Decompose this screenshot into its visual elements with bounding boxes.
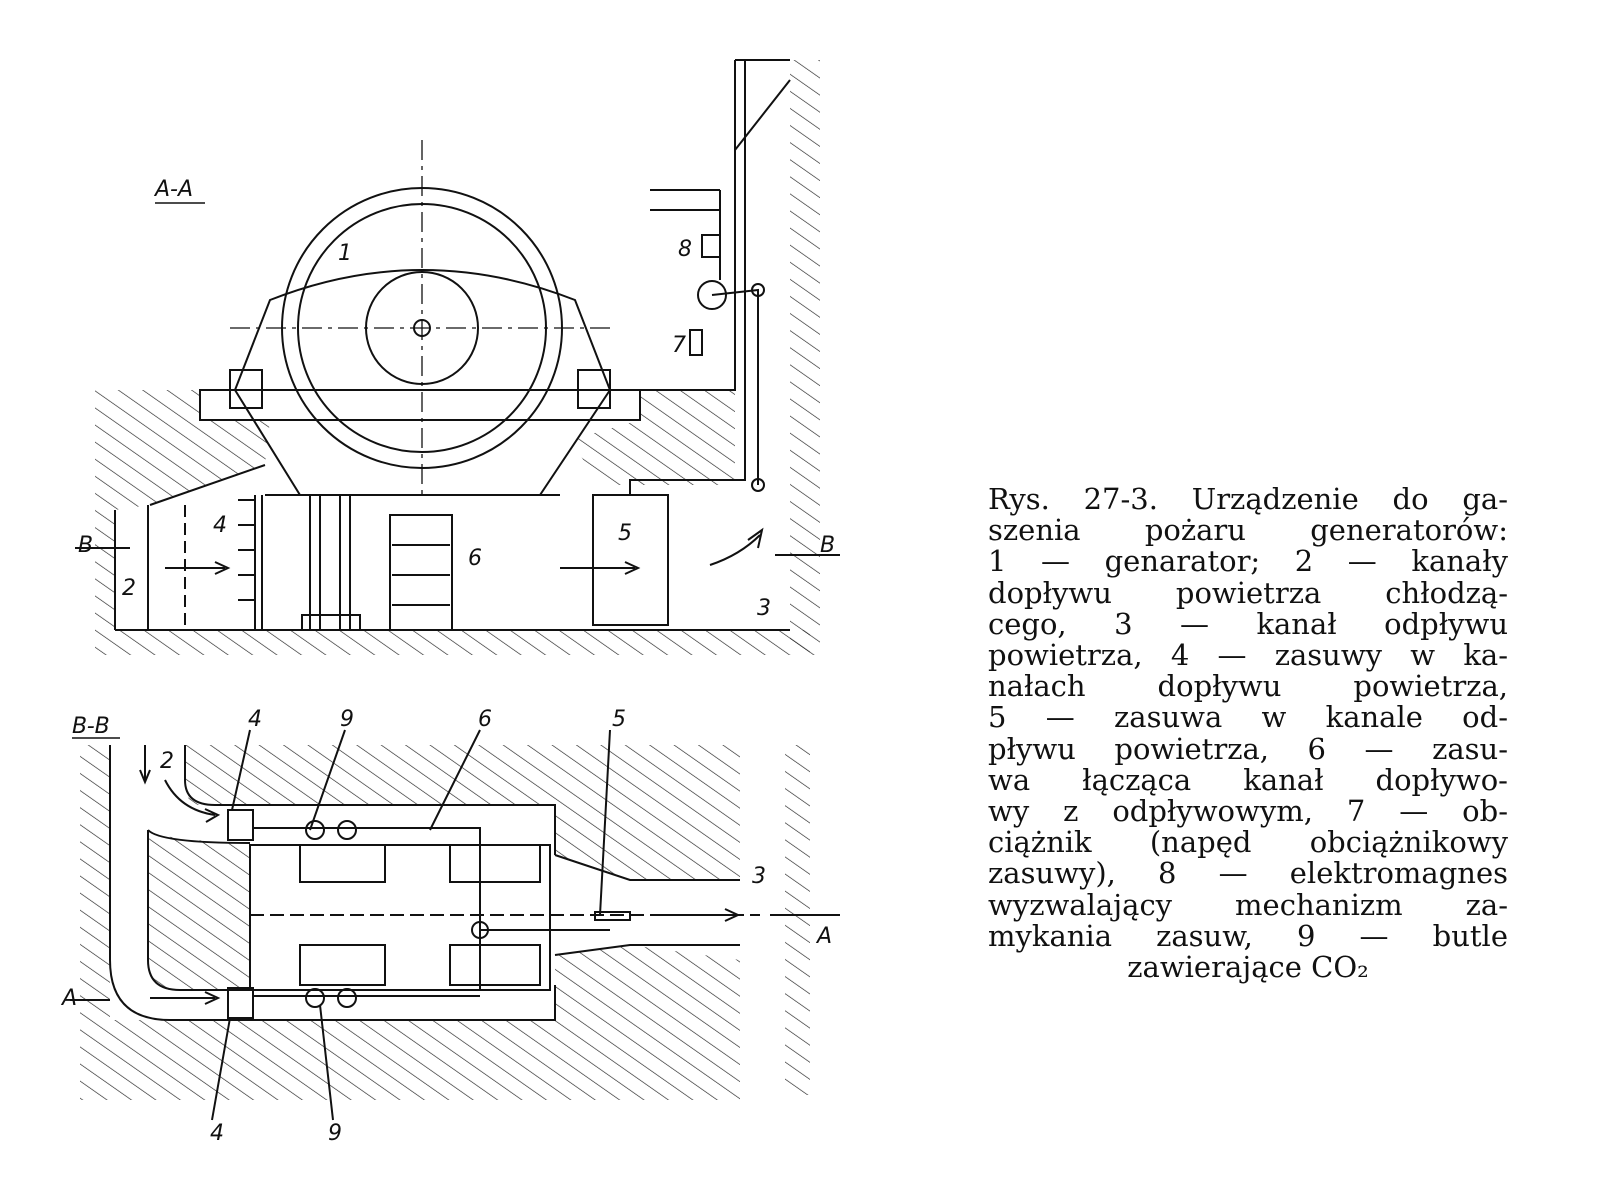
flow-arrow bbox=[150, 991, 221, 1005]
label-2: 2 bbox=[160, 749, 174, 774]
label-6: 6 bbox=[478, 707, 492, 732]
label-4: 4 bbox=[210, 1121, 224, 1146]
label-2: 2 bbox=[122, 576, 136, 601]
figure-caption: Rys. 27-3. Urządzenie do ga-szenia pożar… bbox=[988, 482, 1508, 985]
generator-housing bbox=[233, 269, 612, 496]
foundation-plate bbox=[199, 389, 641, 421]
label-4: 4 bbox=[248, 707, 262, 732]
caption-line: wa łącząca kanał dopływo- bbox=[988, 762, 1508, 797]
inlet-dampers-4 bbox=[238, 495, 263, 630]
floor-hatching bbox=[95, 630, 810, 655]
caption-line: mykania zasuw, 9 — butle bbox=[988, 918, 1508, 953]
label-4: 4 bbox=[213, 513, 227, 538]
flow-arrow bbox=[709, 527, 764, 566]
damper-5 bbox=[592, 494, 669, 626]
flow-arrow bbox=[164, 779, 221, 823]
label-8: 8 bbox=[678, 237, 692, 262]
cut-label-b-left: B bbox=[78, 533, 93, 558]
caption-line: zawierające CO₂ bbox=[1127, 950, 1369, 985]
section-b-b bbox=[70, 729, 840, 1121]
label-5: 5 bbox=[612, 707, 626, 732]
caption-line: Rys. 27-3. Urządzenie do ga- bbox=[988, 482, 1508, 516]
left-wall-hatching bbox=[95, 390, 270, 630]
section-label-b-b: B-B bbox=[72, 714, 110, 739]
caption-line: 1 — genarator; 2 — kanały bbox=[988, 544, 1508, 579]
left-wall-hatching bbox=[80, 745, 110, 1100]
label-6: 6 bbox=[468, 546, 482, 571]
caption-line: zasuwy), 8 — elektromagnes bbox=[988, 856, 1508, 891]
caption-line: szenia pożaru generatorów: bbox=[988, 513, 1508, 548]
section-label-a-a: A-A bbox=[153, 177, 193, 202]
section-a-a bbox=[75, 59, 840, 655]
right-wall-hatching bbox=[790, 60, 820, 655]
flow-arrow bbox=[139, 745, 151, 785]
top-block-hatching bbox=[185, 745, 740, 880]
label-3: 3 bbox=[752, 864, 766, 889]
cut-label-a-right: A bbox=[815, 924, 832, 949]
right-wall-hatching bbox=[785, 745, 810, 1095]
caption-line: 5 — zasuwa w kanale od- bbox=[988, 700, 1508, 735]
caption-line: nałach dopływu powietrza, bbox=[988, 669, 1508, 704]
bottom-right-hatching bbox=[555, 945, 740, 985]
label-3: 3 bbox=[757, 596, 771, 621]
caption-line: ciążnik (napęd obciążnikowy bbox=[988, 825, 1508, 860]
label-9: 9 bbox=[340, 707, 354, 732]
cut-label-b-right: B bbox=[820, 533, 835, 558]
caption-line: pływu powietrza, 6 — zasu- bbox=[988, 731, 1508, 766]
caption-line: wyzwalający mechanizm za- bbox=[988, 887, 1508, 922]
cut-label-a-left: A bbox=[60, 986, 77, 1011]
label-1: 1 bbox=[338, 241, 352, 266]
label-9: 9 bbox=[328, 1121, 342, 1146]
flow-arrow bbox=[165, 561, 231, 575]
label-5: 5 bbox=[618, 521, 632, 546]
flow-arrow bbox=[560, 561, 641, 575]
caption-line: cego, 3 — kanał odpływu bbox=[988, 606, 1508, 641]
caption-line: dopływu powietrza chłodzą- bbox=[988, 575, 1508, 610]
label-7: 7 bbox=[672, 333, 686, 358]
caption-line: powietrza, 4 — zasuwy w ka- bbox=[988, 638, 1508, 673]
right-foundation-hatching bbox=[570, 390, 735, 485]
bottom-wall-hatching bbox=[110, 985, 740, 1100]
damper-6 bbox=[389, 514, 453, 631]
flow-arrow bbox=[650, 908, 741, 922]
inner-block-hatching bbox=[148, 830, 250, 990]
caption-line: wy z odpływowym, 7 — ob- bbox=[988, 794, 1508, 829]
